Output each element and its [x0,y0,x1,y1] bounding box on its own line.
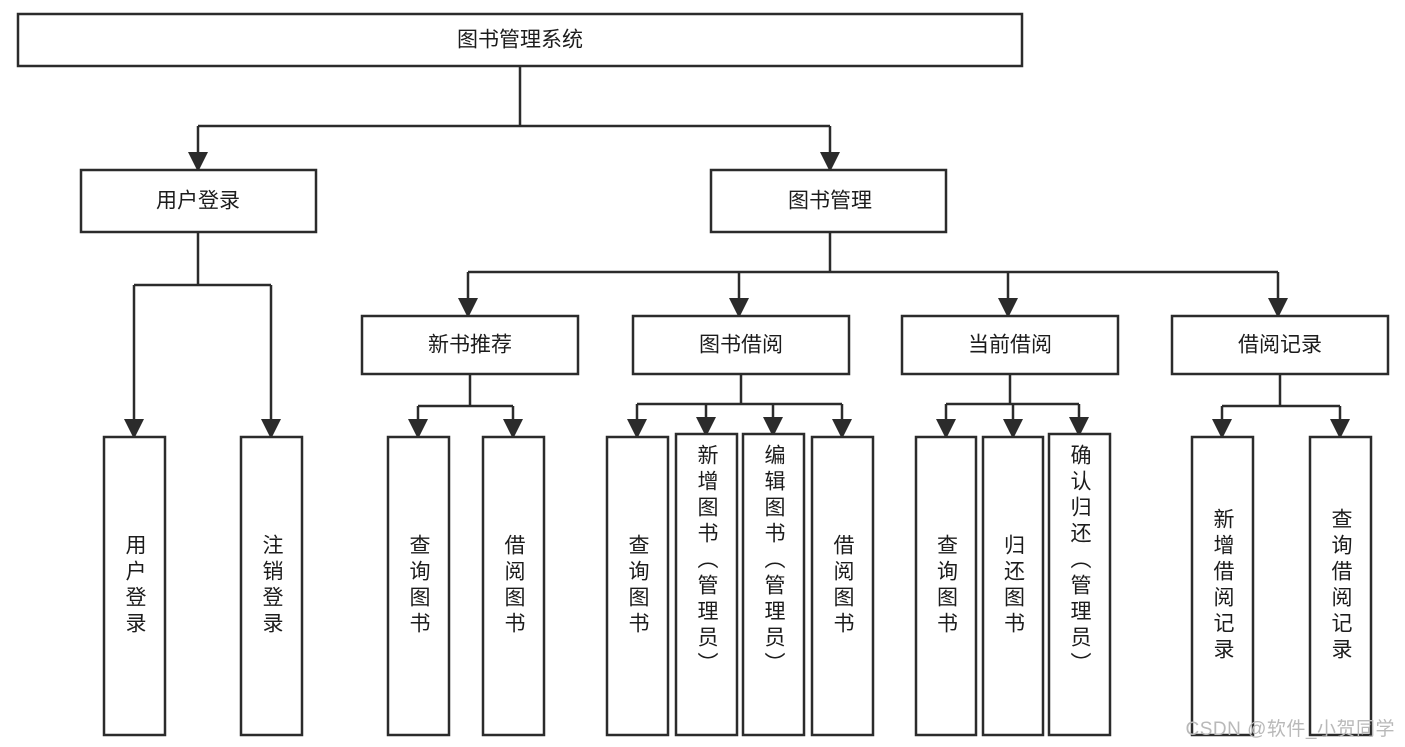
node-box-leaf-borrow-book-1[interactable] [481,435,546,737]
node-layer [16,12,1390,737]
node-box-leaf-edit-book[interactable] [741,432,806,737]
node-box-book-mgmt[interactable] [709,168,948,234]
node-label-book-mgmt: 图书管理 [788,190,872,213]
node-label-current-borrow: 当前借阅 [968,334,1052,357]
node-label-user-login: 用户登录 [156,190,240,213]
node-label-root: 图书管理系统 [457,29,583,52]
arrow-icon [763,417,783,437]
node-label-new-book-rec: 新书推荐 [428,334,512,357]
node-label-book-borrow: 图书借阅 [699,334,783,357]
arrow-icon [503,419,523,439]
node-label-borrow-record: 借阅记录 [1238,334,1322,357]
arrow-icon [936,419,956,439]
horizontal-label-layer: 图书管理系统 用户登录 图书管理 新书推荐 图书借阅 当前借阅 借阅记录 [156,29,1322,357]
node-box-leaf-logout[interactable] [239,435,304,737]
node-box-leaf-query-book-3[interactable] [914,435,978,737]
arrow-icon [1330,419,1350,439]
node-box-leaf-query-book-1[interactable] [386,435,451,737]
arrow-icon [696,417,716,437]
node-box-leaf-user-login[interactable] [102,435,167,737]
node-box-leaf-add-book[interactable] [674,432,739,737]
node-box-new-book-rec[interactable] [360,314,580,376]
node-box-borrow-record[interactable] [1170,314,1390,376]
arrow-icon [832,419,852,439]
arrow-icon [1003,419,1023,439]
connector-layer [132,66,1342,419]
arrow-icon [408,419,428,439]
node-box-current-borrow[interactable] [900,314,1120,376]
arrow-icon [124,419,144,439]
node-box-user-login[interactable] [79,168,318,234]
arrow-icon [458,298,478,318]
arrow-icon [998,298,1018,318]
node-box-root[interactable] [16,12,1024,68]
node-box-leaf-query-book-2[interactable] [605,435,670,737]
arrow-icon [1069,417,1089,437]
node-box-book-borrow[interactable] [631,314,851,376]
arrowhead-layer [124,152,1350,439]
node-box-leaf-borrow-book-2[interactable] [810,435,875,737]
arrow-icon [627,419,647,439]
node-box-leaf-confirm-return[interactable] [1047,432,1112,737]
node-box-leaf-query-record[interactable] [1308,435,1373,737]
node-box-leaf-return-book[interactable] [981,435,1045,737]
arrow-icon [1212,419,1232,439]
arrow-icon [1268,298,1288,318]
arrow-icon [188,152,208,172]
node-box-leaf-add-record[interactable] [1190,435,1255,737]
arrow-icon [261,419,281,439]
arrow-icon [729,298,749,318]
arrow-icon [820,152,840,172]
csdn-watermark: CSDN @软件_小贺同学 [1185,719,1395,740]
